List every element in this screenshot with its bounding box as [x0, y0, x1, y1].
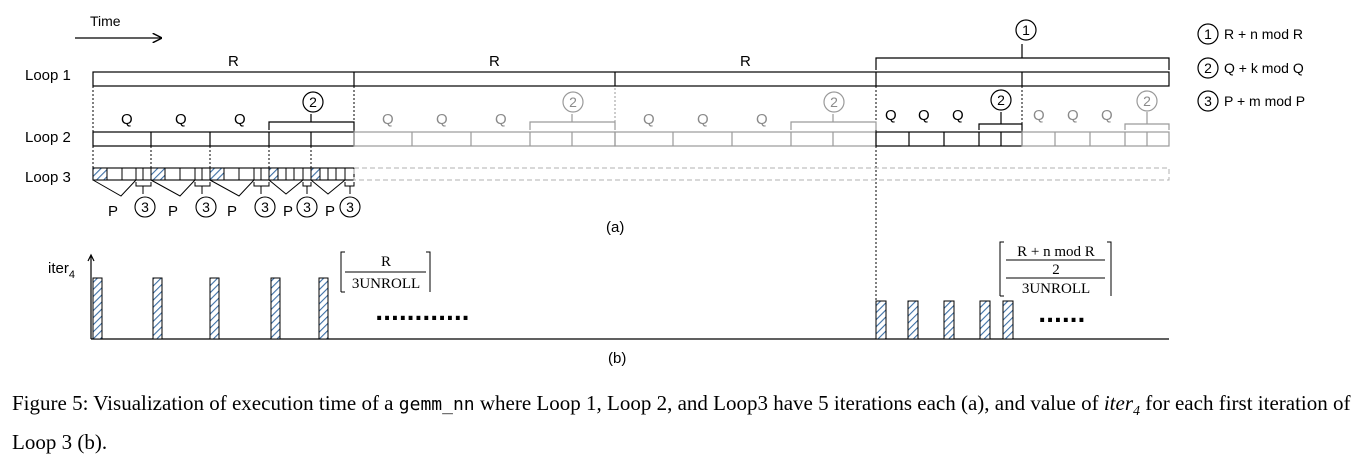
circle-3-number: 3: [303, 199, 311, 215]
loop2-q-label: Q: [885, 107, 897, 124]
legend: 1 R + n mod R 2 Q + k mod Q 3 P + m mod …: [1197, 23, 1305, 112]
dotted-guides: [92, 86, 1023, 300]
legend-text: Q + k mod Q: [1224, 60, 1304, 76]
loop3-p-label: P: [325, 203, 335, 220]
loop2-q-label: Q: [175, 111, 187, 128]
loop3-p-label: P: [108, 203, 118, 220]
loop2-q-label: Q: [495, 111, 507, 128]
loop2-bar: [92, 131, 355, 147]
loop1-segment-label: R: [740, 53, 751, 70]
formula-r-over-3unroll: [340, 251, 431, 293]
legend-text: R + n mod R: [1224, 26, 1303, 42]
circle-1-number: 1: [1022, 22, 1030, 38]
subfigure-b-label: (b): [608, 350, 626, 367]
loop1-segment-label: R: [489, 53, 500, 70]
loop2-label: Loop 2: [25, 129, 71, 146]
loop1-segment-label: R: [228, 53, 239, 70]
legend-number: 2: [1204, 60, 1212, 76]
circle-1-icon: [1015, 19, 1037, 41]
remainder-bracket-1: [875, 44, 1170, 70]
formula2-denominator: 3UNROLL: [1022, 281, 1090, 297]
caption-suffix: for each first iteration of Loop 3 (b).: [12, 391, 1351, 455]
formula1-numerator: R: [381, 254, 391, 270]
circle-2-number: 2: [997, 92, 1005, 108]
legend-number: 3: [1204, 93, 1212, 109]
legend-number: 1: [1204, 26, 1212, 42]
loop3-p-label: P: [283, 203, 293, 220]
remainder-bracket-2: [978, 112, 1023, 130]
iter-axis-arrow-icon: [87, 253, 95, 262]
circle-2-number: 2: [1143, 93, 1151, 109]
execution-time-diagram: Time Loop 1 Loop 2 Loop 3 R R R 1 Q Q Q …: [25, 13, 1305, 367]
circle-2-number: 2: [830, 94, 838, 110]
loop2-q-label: Q: [643, 111, 655, 128]
formula-remainder-over-3unroll: [999, 241, 1112, 297]
loop3-label: Loop 3: [25, 169, 71, 186]
circle-2-icon: [302, 91, 324, 113]
loop2-q-label: Q: [952, 107, 964, 124]
loop2-q-label: Q: [1101, 107, 1113, 124]
loop1-bar: [92, 71, 1170, 87]
circle-3-number: 3: [346, 199, 354, 215]
time-label: Time: [90, 13, 121, 29]
loop2-q-label: Q: [697, 111, 709, 128]
figure-caption: Figure 5: Visualization of execution tim…: [12, 388, 1357, 457]
iter-axis-label: iter4: [48, 260, 75, 281]
loop2-gray-group: [614, 91, 877, 147]
formula2-numerator: R + n mod R: [1017, 244, 1095, 260]
loop2-q-label: Q: [1033, 107, 1045, 124]
formula1-denominator: 3UNROLL: [352, 276, 420, 292]
circle-3-icon: [134, 196, 361, 218]
formula2-middle: 2: [1052, 262, 1060, 278]
remainder-bracket-2: [268, 114, 355, 130]
circle-2-number: 2: [569, 94, 577, 110]
iter-bars: [92, 277, 1014, 340]
loop3-gray-bar: [353, 167, 1170, 181]
legend-text: P + m mod P: [1224, 93, 1305, 109]
loop2-q-label: Q: [1067, 107, 1079, 124]
legend-circle-3-icon: [1197, 90, 1219, 112]
loop2-q-label: Q: [756, 111, 768, 128]
loop2-q-label: Q: [436, 111, 448, 128]
circle-3-number: 3: [202, 199, 210, 215]
legend-circle-2-icon: [1197, 57, 1219, 79]
circle-2-icon: [990, 89, 1012, 111]
loop2-q-label: Q: [918, 107, 930, 124]
circle-3-number: 3: [261, 199, 269, 215]
loop3-p-label: P: [168, 203, 178, 220]
loop1-label: Loop 1: [25, 67, 71, 84]
caption-iter: iter4: [1103, 391, 1140, 420]
circle-3-number: 3: [141, 199, 149, 215]
caption-middle: where Loop 1, Loop 2, and Loop3 have 5 i…: [474, 391, 1104, 415]
loop2-q-label: Q: [121, 111, 133, 128]
legend-circle-1-icon: [1197, 23, 1219, 45]
loop3-bar: [92, 167, 355, 197]
subfigure-a-label: (a): [606, 219, 624, 236]
circle-2-number: 2: [309, 94, 317, 110]
loop2-q-label: Q: [382, 111, 394, 128]
loop3-p-label: P: [227, 203, 237, 220]
ellipsis: ............: [375, 301, 469, 326]
ellipsis-short: ......: [1038, 303, 1085, 328]
caption-prefix: Figure 5: Visualization of execution tim…: [12, 391, 399, 415]
loop2-remainder-bar: [875, 131, 1023, 147]
loop2-q-label: Q: [234, 111, 246, 128]
loop2-gray-group: [1021, 90, 1170, 147]
caption-code: gemm_nn: [398, 394, 475, 415]
